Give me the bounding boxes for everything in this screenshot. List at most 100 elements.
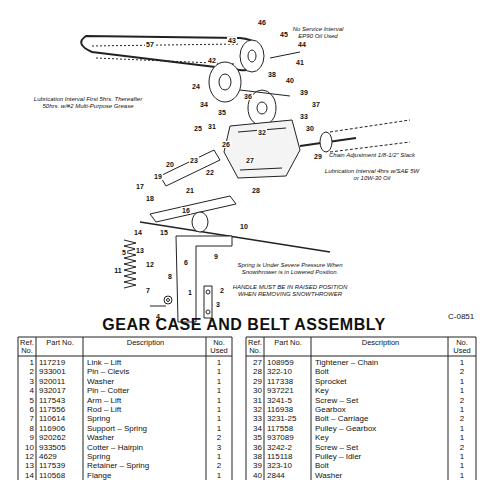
callout-number: 46 [257,19,267,26]
table-cell: 2 [460,396,464,405]
lift-link [204,286,212,318]
table-cell: 32 [253,405,262,414]
table-cell: 1 [217,358,221,367]
callout-number: 24 [191,83,201,90]
table-cell: Washer [87,433,114,442]
table-cell: Sprocket [315,377,347,386]
table-cell: Support – Spring [87,424,147,433]
table-cell: 30 [253,386,262,395]
table-cell: 2 [30,367,34,376]
callout-number: 36 [243,93,253,100]
table-cell: 3 [217,443,221,452]
table-cell: 36 [253,443,262,452]
table-cell: 116938 [267,405,293,414]
callout-number: 40 [285,77,295,84]
callout-number: 28 [251,187,261,194]
table-cell: Pin – Clevis [87,367,129,376]
callout-number: 57 [145,41,155,48]
lift-rod [140,222,330,252]
table-cell: 1 [217,424,221,433]
table-cell: 8 [30,424,34,433]
table-cell: 31 [253,396,262,405]
table-cell: 1 [460,452,464,461]
table-cell: Bolt [315,461,329,470]
link-hole [206,290,210,294]
callout-number: 15 [159,229,169,236]
table-cell: 1 [460,471,464,480]
table-cell: 2844 [267,471,285,480]
table-header: Description [314,339,447,347]
callout-number: 11 [113,267,122,274]
table-cell: Spring [87,452,110,461]
table-cell: 35 [253,433,262,442]
table-cell: Tightener – Chain [315,358,378,367]
table-header: No. Used [449,339,475,355]
lubrication-note: Lubrication Interval 4hrs w/SAE 5W or 10… [324,168,420,182]
callout-number: 32 [257,129,267,136]
washer [164,296,172,304]
callout-number: 6 [183,259,189,266]
table-cell: 2 [460,443,464,452]
callout-number: 5 [121,249,127,256]
drawing-number: C-0851 [448,312,474,321]
drive-belt [81,36,262,70]
table-cell: 2 [217,461,221,470]
callout-number: 43 [227,37,237,44]
table-cell: 1 [460,386,464,395]
table-cell: Rod – Lift [87,405,121,414]
sprocket [320,132,332,152]
table-cell: 110568 [39,471,65,480]
table-cell: 3 [30,377,34,386]
callout-number: 45 [279,31,289,38]
callout-number: 22 [205,169,215,176]
table-cell: 3231-25 [267,414,296,423]
table-cell: 6 [30,405,34,414]
chain [330,142,410,152]
table-cell: 1 [460,433,464,442]
table-cell: 933001 [39,367,66,376]
callout-number: 44 [297,41,307,48]
table-cell: 1 [460,424,464,433]
table-cell: Pin – Cotter [87,386,129,395]
callout-number: 42 [207,57,217,64]
table-header: Ref. No. [19,339,35,355]
spring-support [176,236,232,322]
table-cell: Key [315,433,329,442]
callout-number: 20 [165,161,175,168]
table-header: No. Used [207,339,231,355]
table-cell: 116906 [39,424,65,433]
callout-number: 41 [295,59,305,66]
table-cell: Link – Lift [87,358,121,367]
table-cell: 3241-5 [267,396,292,405]
callout-number: 8 [167,273,173,280]
table-cell: 117338 [267,377,293,386]
table-cell: 10 [25,443,34,452]
table-cell: 1 [217,367,221,376]
table-cell: 117558 [267,424,293,433]
table-cell: 1 [30,358,34,367]
table-cell: 1 [460,377,464,386]
table-cell: 117539 [39,461,65,470]
table-cell: 920011 [39,377,65,386]
callout-number: 33 [299,113,309,120]
warning-note: HANDLE MUST BE IN RAISED POSITION WHEN R… [225,284,355,298]
table-cell: 115118 [267,452,293,461]
table-cell: 1 [217,471,221,480]
table-cell: 1 [217,414,221,423]
callout-number: 1 [187,289,193,296]
upper-pulley [240,40,264,72]
table-cell: 117543 [39,396,65,405]
table-cell: 27 [253,358,262,367]
table-cell: 322-10 [267,367,292,376]
table-cell: 3242-2 [267,443,292,452]
table-cell: Pulley – Idler [315,452,361,461]
pulley-hub [257,102,267,114]
chain [330,120,410,132]
table-cell: Key [315,386,329,395]
diagram-title: GEAR CASE AND BELT ASSEMBLY [102,317,385,333]
callout-number: 30 [305,125,315,132]
table-cell: 13 [25,461,34,470]
table-header: Ref. No. [247,339,263,355]
table-cell: 1 [460,405,464,414]
